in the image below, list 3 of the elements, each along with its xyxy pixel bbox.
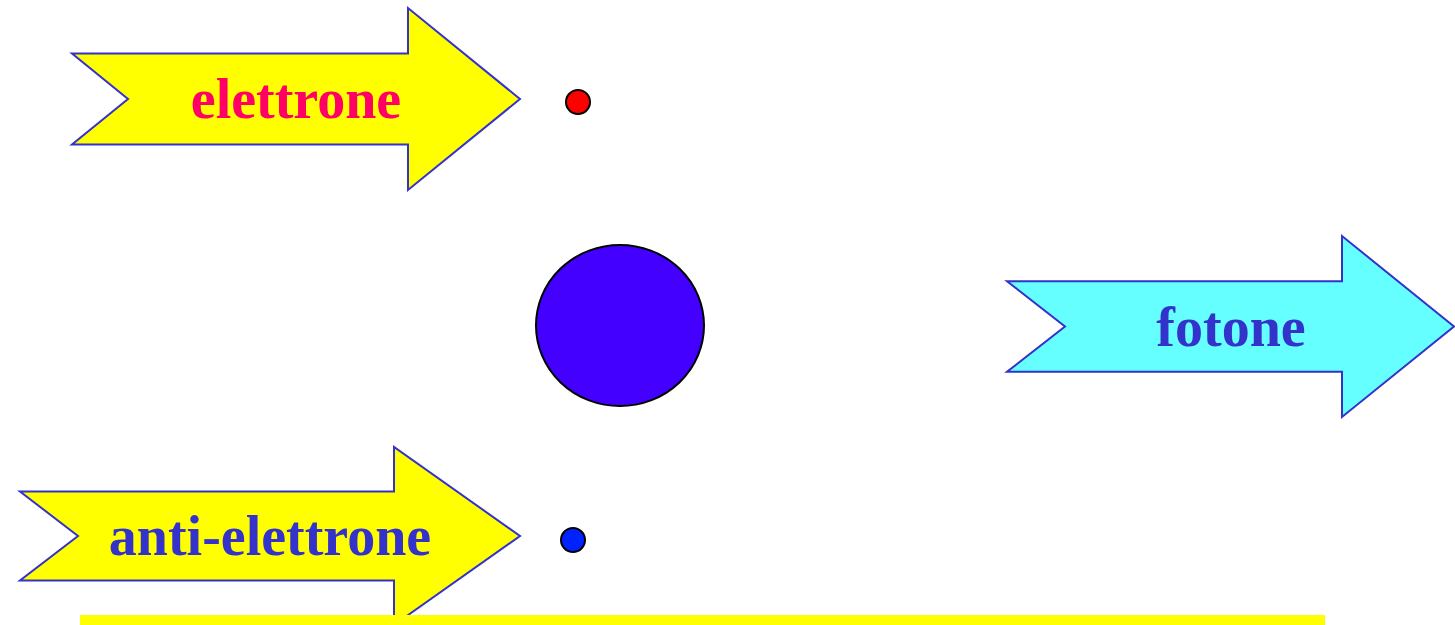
arrow-label: elettrone bbox=[190, 71, 402, 127]
arrow-label: fotone bbox=[1156, 298, 1306, 355]
arrow-label: anti-elettrone bbox=[108, 508, 432, 564]
